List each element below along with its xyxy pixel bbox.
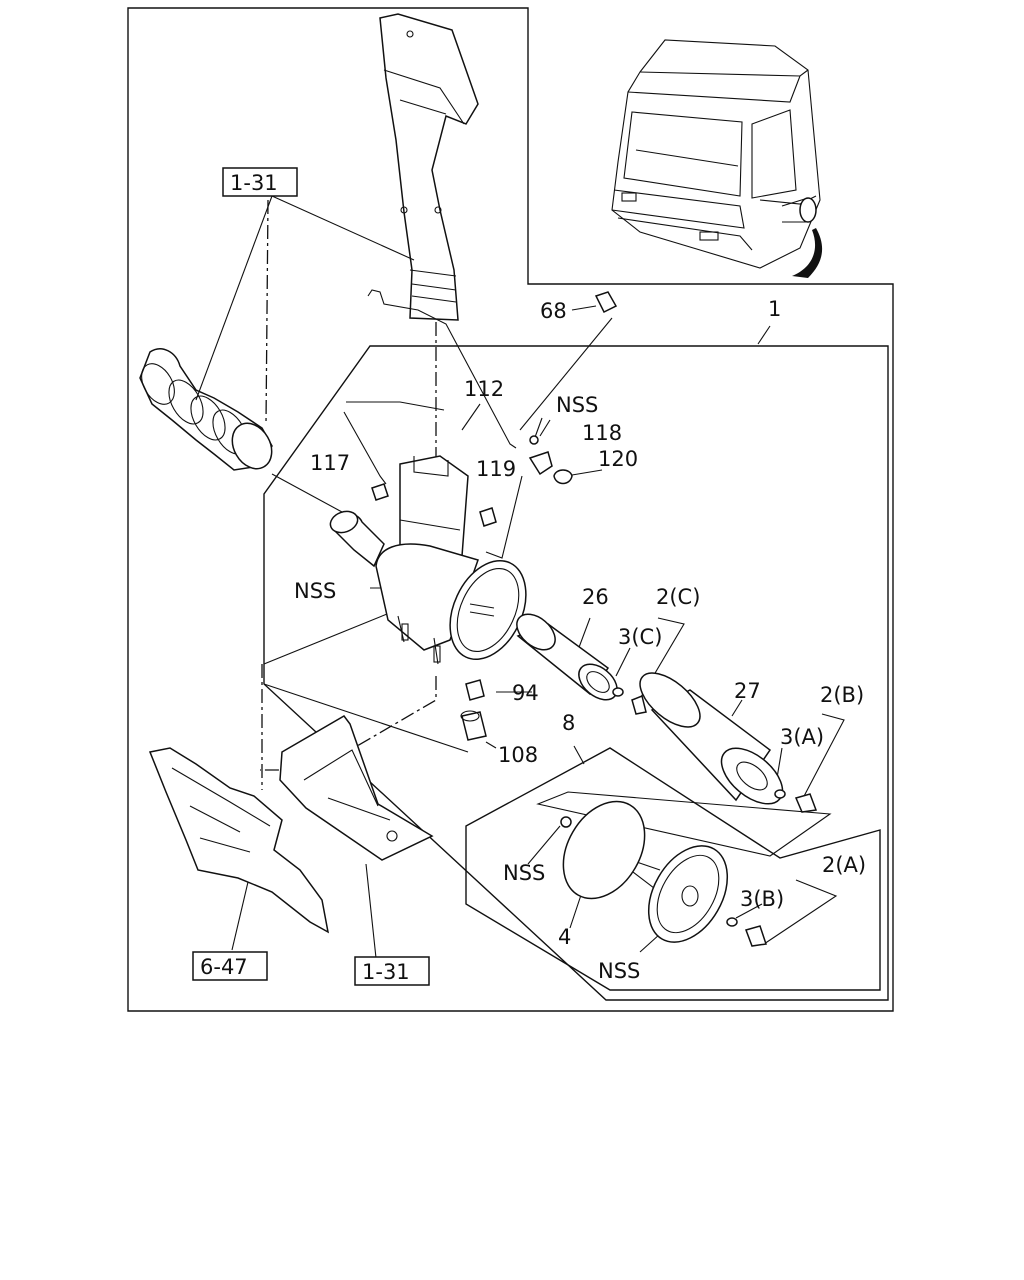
vent-tube xyxy=(367,289,517,449)
callout-ref-6-47: 6-47 xyxy=(200,955,248,979)
assembly-1-outline xyxy=(263,345,889,1001)
leader-lines xyxy=(195,195,845,959)
snorkel-duct xyxy=(379,13,479,321)
callout-26: 26 xyxy=(582,585,609,609)
air-cleaner-housing xyxy=(329,455,527,665)
callout-nss-a: NSS xyxy=(556,393,598,417)
bracket-6-47 xyxy=(148,747,330,934)
callout-nss-b: NSS xyxy=(294,579,336,603)
ref-box-1-31-top xyxy=(222,167,298,197)
callout-ref-1-31-bottom: 1-31 xyxy=(362,960,410,984)
callout-1: 1 xyxy=(768,297,781,321)
callout-3b: 3(B) xyxy=(740,887,784,911)
assembly-8-inner-outline xyxy=(536,791,832,857)
ref-box-1-31-bottom xyxy=(354,956,430,986)
hardware-parts xyxy=(371,291,618,741)
callout-2b: 2(B) xyxy=(820,683,864,707)
callout-27: 27 xyxy=(734,679,761,703)
ref-box-6-47 xyxy=(192,951,268,981)
callout-108: 108 xyxy=(498,743,538,767)
callout-4: 4 xyxy=(558,925,571,949)
callout-118: 118 xyxy=(582,421,622,445)
callout-2c: 2(C) xyxy=(656,585,700,609)
intake-hose xyxy=(139,348,273,471)
callout-3a: 3(A) xyxy=(780,725,824,749)
callout-8: 8 xyxy=(562,711,575,735)
callout-120: 120 xyxy=(598,447,638,471)
callout-2a: 2(A) xyxy=(822,853,866,877)
filter-element-26 xyxy=(516,613,647,715)
callout-68: 68 xyxy=(540,299,567,323)
callout-119: 119 xyxy=(476,457,516,481)
truck-cab-illustration xyxy=(611,39,823,278)
assembly-8-outline xyxy=(465,747,881,991)
callout-nss-d: NSS xyxy=(598,959,640,983)
callout-ref-1-31-top: 1-31 xyxy=(230,171,278,195)
cover-assembly-8 xyxy=(560,800,767,947)
diagram-frame xyxy=(127,7,894,1012)
callout-94: 94 xyxy=(512,681,539,705)
callout-112: 112 xyxy=(464,377,504,401)
bracket-1-31 xyxy=(279,715,434,861)
callout-117: 117 xyxy=(310,451,350,475)
filter-element-27 xyxy=(639,672,818,813)
callout-3c: 3(C) xyxy=(618,625,662,649)
callout-nss-c: NSS xyxy=(503,861,545,885)
